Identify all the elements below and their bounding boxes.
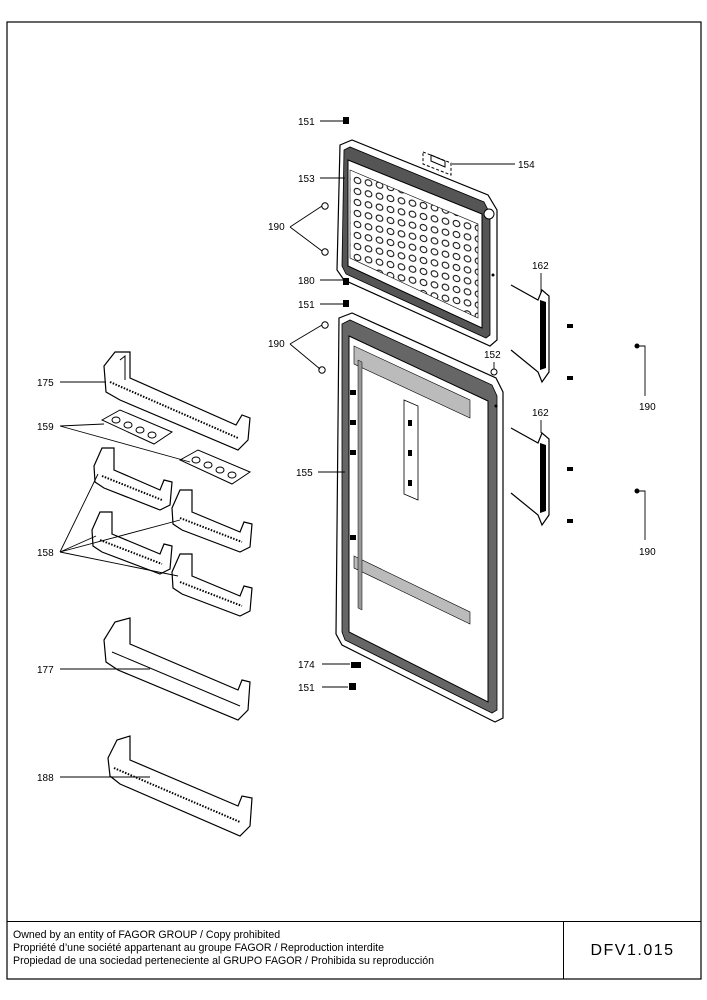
callout-190-b: 190 <box>268 339 285 350</box>
leader-lines <box>59 120 646 778</box>
handle-lower-part-162 <box>510 427 550 527</box>
shelf-part-158-b <box>171 489 253 553</box>
shelf-part-158-c <box>91 511 173 575</box>
callout-190-a: 190 <box>268 222 285 233</box>
callout-154: 154 <box>518 160 535 171</box>
callout-159: 159 <box>37 422 54 433</box>
callout-152: 152 <box>484 350 501 361</box>
shelf-part-188 <box>107 735 253 837</box>
callout-158: 158 <box>37 548 54 559</box>
callout-190-r2: 190 <box>639 547 656 558</box>
document-code-box: DFV1.015 <box>563 922 701 979</box>
callout-155: 155 <box>296 468 313 479</box>
handle-upper-part-162 <box>510 284 550 384</box>
callout-162-a: 162 <box>532 261 549 272</box>
callout-162-b: 162 <box>532 408 549 419</box>
callout-151-top: 151 <box>298 117 315 128</box>
callout-188: 188 <box>37 773 54 784</box>
document-code: DFV1.015 <box>590 941 675 959</box>
label-part-154 <box>422 151 452 176</box>
callout-153: 153 <box>298 174 315 185</box>
ownership-notice: Owned by an entity of FAGOR GROUP / Copy… <box>13 929 434 968</box>
egg-tray-upper-part-159 <box>100 409 174 445</box>
small-hardware <box>318 117 640 690</box>
shelf-part-158-a <box>93 447 173 511</box>
sheet-border <box>6 21 702 980</box>
egg-tray-lower-part-159 <box>178 449 252 485</box>
title-block: Owned by an entity of FAGOR GROUP / Copy… <box>7 921 701 979</box>
notice-spanish: Propiedad de una sociedad perteneciente … <box>13 955 435 967</box>
callout-177: 177 <box>37 665 54 676</box>
callout-175: 175 <box>37 378 54 389</box>
shelf-part-158-d <box>171 553 253 617</box>
upper-door-part-153 <box>336 139 498 347</box>
callout-151-bot: 151 <box>298 683 315 694</box>
callout-180: 180 <box>298 276 315 287</box>
notice-french: Propriété d’une société appartenant au g… <box>13 942 385 954</box>
callout-174: 174 <box>298 660 315 671</box>
lower-door-part-155 <box>335 312 504 723</box>
notice-english: Owned by an entity of FAGOR GROUP / Copy… <box>13 929 281 941</box>
callout-190-r1: 190 <box>639 402 656 413</box>
callout-151-mid: 151 <box>298 300 315 311</box>
shelf-part-175 <box>103 351 251 451</box>
